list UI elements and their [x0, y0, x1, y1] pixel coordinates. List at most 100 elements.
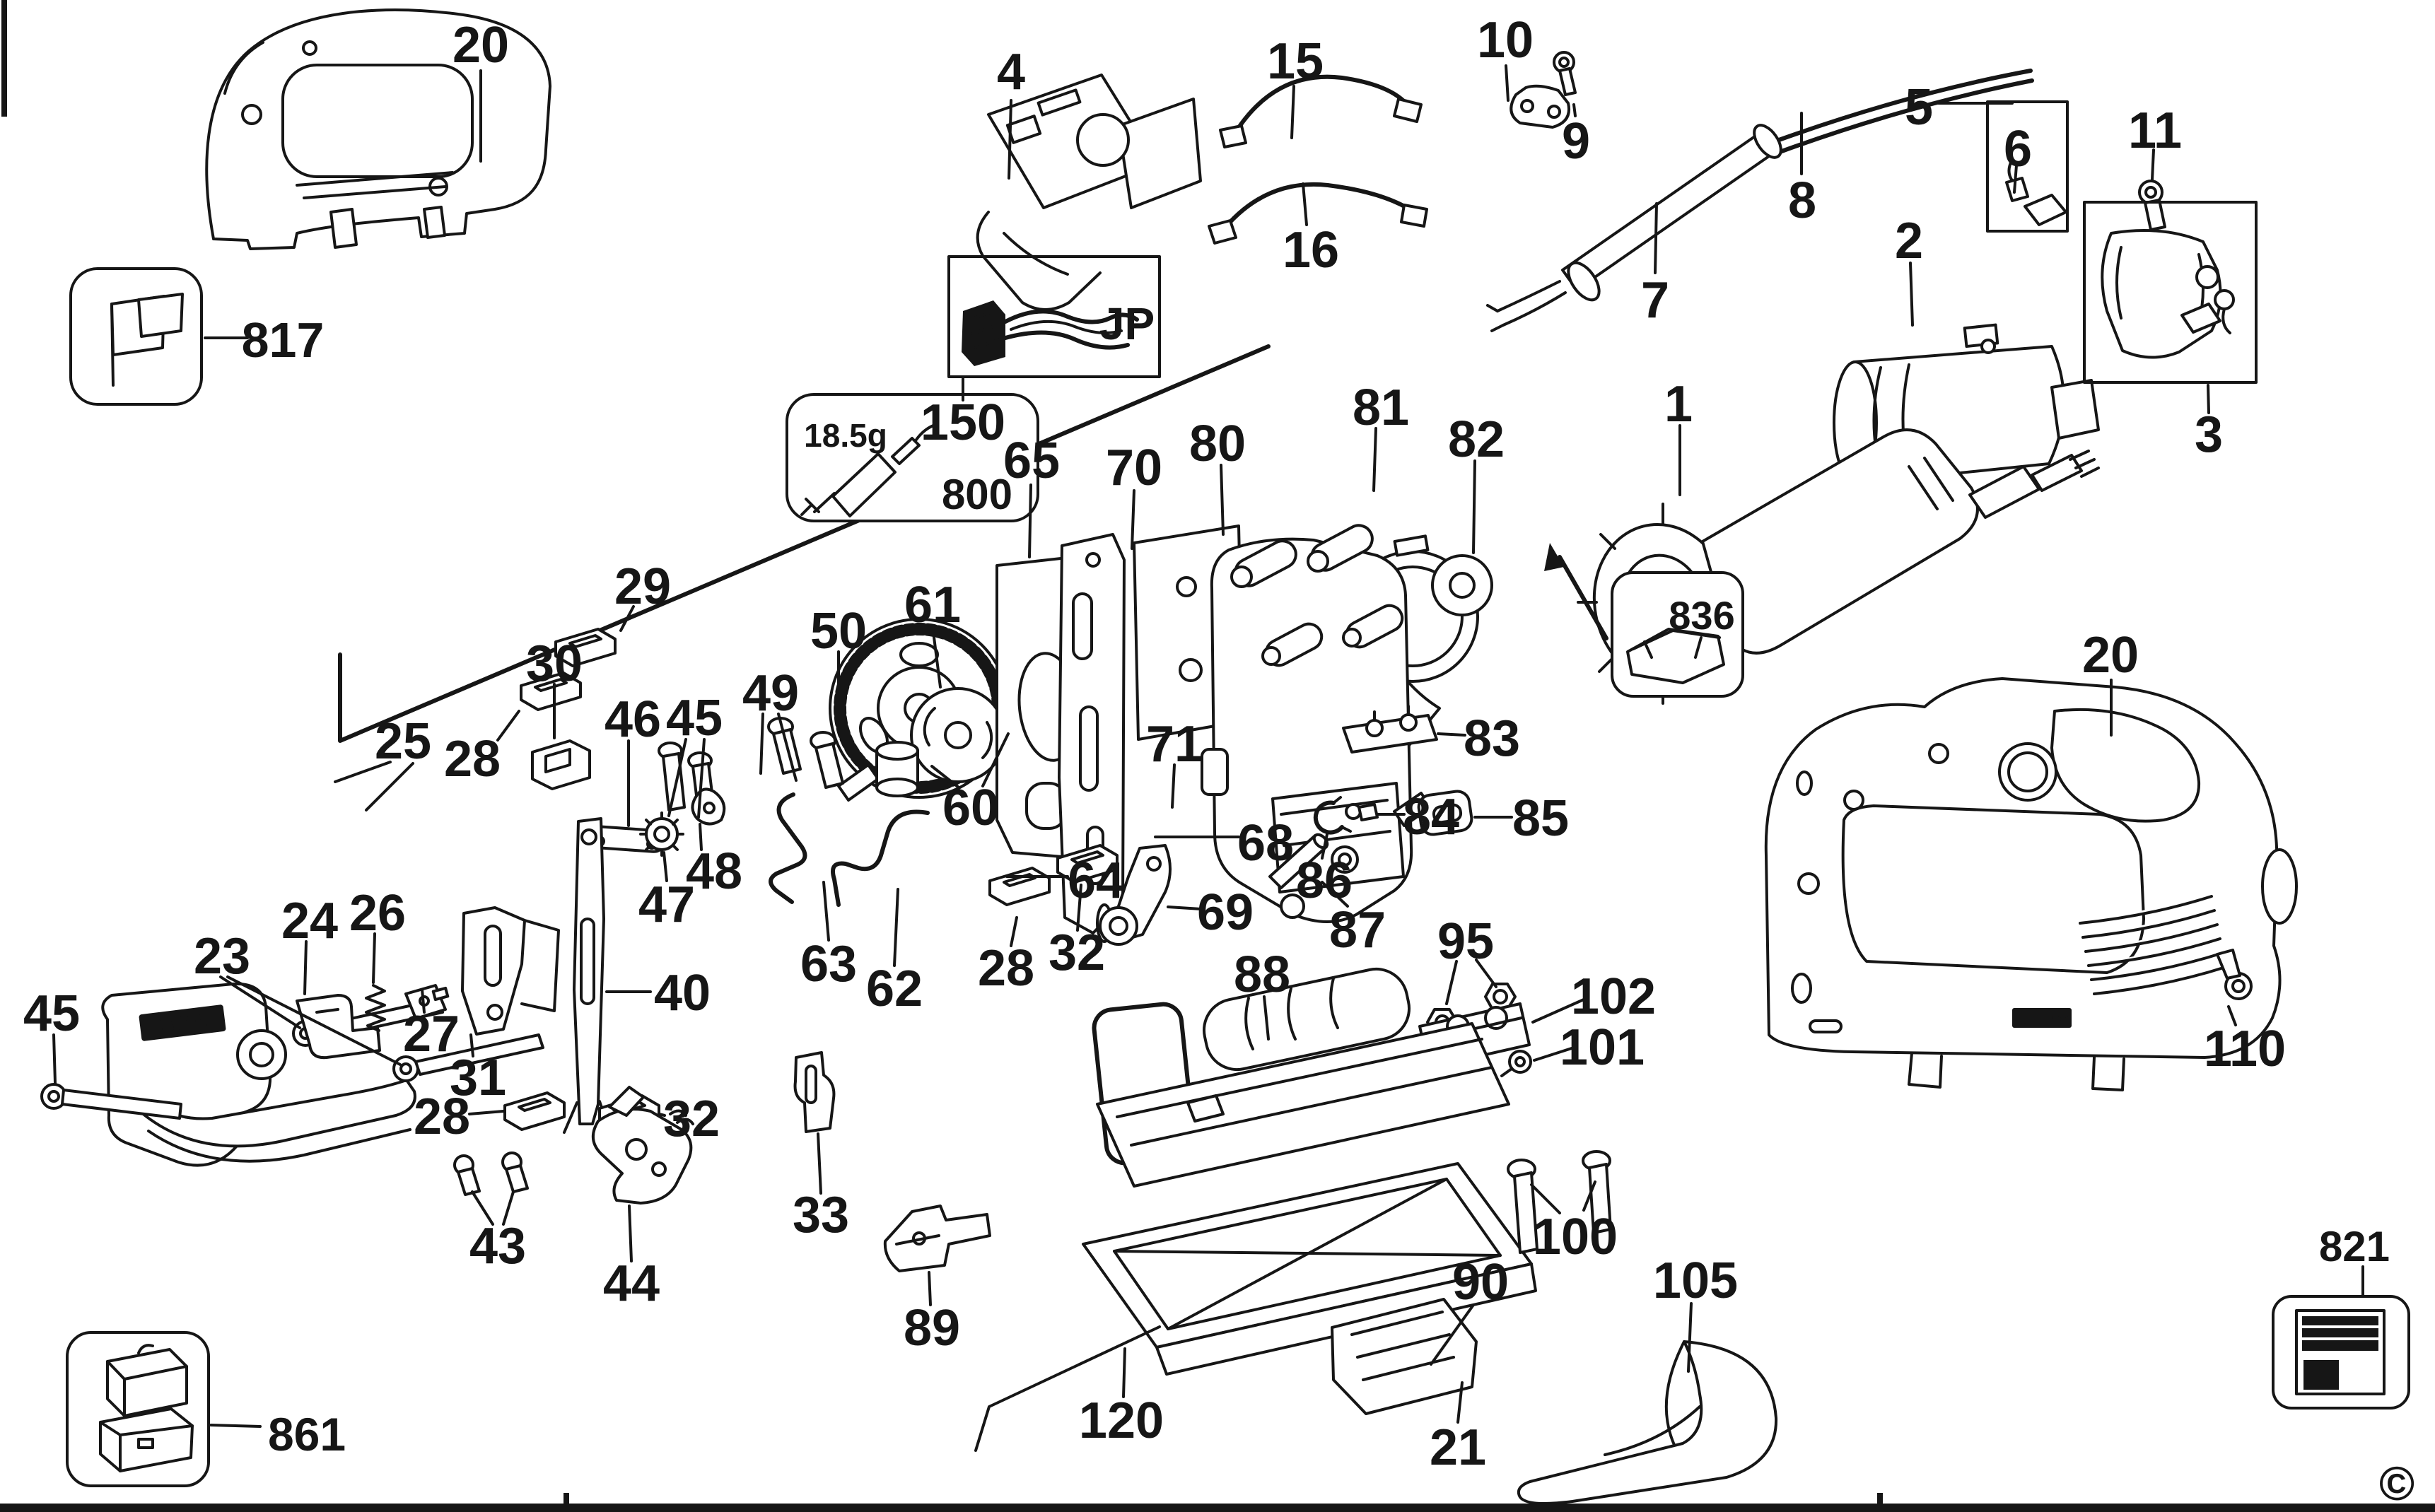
- part-label-27: 27: [403, 1006, 460, 1062]
- leader-29: [619, 605, 635, 632]
- part-label-86: 86: [1296, 852, 1353, 909]
- part-83-plate-drawing: [1342, 705, 1438, 754]
- leader-25: [334, 761, 392, 783]
- part-label-1: 1: [1664, 376, 1693, 433]
- part-label-28-mid: 28: [978, 940, 1034, 997]
- leader-86: [1321, 833, 1329, 860]
- leader-31: [469, 1033, 474, 1057]
- wire-kit-box-jp: [947, 255, 1161, 378]
- part-label-70: 70: [1106, 440, 1162, 496]
- part-28-lower-insert-drawing: [503, 1091, 566, 1131]
- leader-95: [1445, 960, 1458, 1005]
- part-label-65: 65: [1003, 433, 1060, 489]
- leader-28-mid: [1010, 916, 1018, 947]
- part-15-wire-drawing: [1219, 74, 1423, 148]
- part-label-28-upper: 28: [444, 731, 501, 787]
- part-label-25: 25: [375, 713, 431, 770]
- leader-101: [1533, 1046, 1575, 1062]
- part-label-20-right: 20: [2082, 627, 2139, 684]
- section-divider-line: [338, 344, 1271, 743]
- leader-105: [1687, 1302, 1693, 1373]
- leader-11: [2151, 148, 2155, 181]
- part-28-mid-insert-drawing: [988, 867, 1051, 906]
- part-48-washer-drawing: [691, 787, 726, 826]
- part-label-82: 82: [1448, 411, 1505, 468]
- part-label-63: 63: [800, 936, 857, 992]
- part-label-60: 60: [942, 780, 999, 836]
- leader-60: [930, 765, 960, 789]
- copyright-mark: ©: [2379, 1457, 2414, 1511]
- part-label-30: 30: [526, 635, 583, 692]
- part-88-upper-shoe-drawing: [1092, 967, 1510, 1188]
- part-5-brush-kit-box: [1986, 100, 2069, 233]
- leader-45-mid: [667, 738, 687, 817]
- leader-15: [1290, 85, 1295, 139]
- leader-28-lower: [468, 1110, 505, 1115]
- kitbox-861: [66, 1331, 262, 1487]
- grease-weight: 18.5g: [804, 417, 887, 454]
- part-label-8: 8: [1788, 172, 1816, 229]
- leader-71: [1171, 763, 1176, 809]
- part-105-dust-chute-drawing: [1517, 1340, 1778, 1505]
- leader-lines: [52, 64, 2237, 1424]
- part-label-102: 102: [1571, 968, 1656, 1025]
- part-33-bracket-drawing: [793, 1051, 836, 1133]
- part-49-screws-drawing: [767, 717, 844, 789]
- blade-clip-kit-box-836: [1544, 543, 1744, 698]
- part-label-20-left: 20: [452, 17, 509, 74]
- leader-100: [1530, 1183, 1561, 1214]
- leader-32-lower: [658, 1113, 666, 1117]
- part-label-110: 110: [2204, 1021, 2286, 1077]
- part-label-5: 5: [1905, 79, 1933, 136]
- part-63-wire-drawing: [769, 792, 807, 904]
- part-label-31: 31: [450, 1050, 506, 1106]
- leader-9: [1572, 103, 1577, 117]
- rating-label-num: 821: [2319, 1223, 2390, 1270]
- part-label-24: 24: [281, 893, 338, 949]
- part-label-100: 100: [1533, 1209, 1618, 1265]
- part-40-follower-drawing: [563, 817, 611, 1134]
- part-label-48: 48: [686, 843, 742, 900]
- part-label-150: 150: [921, 394, 1005, 451]
- part-4-switch-drawing: [976, 74, 1202, 311]
- leader-10: [1505, 64, 1510, 102]
- part-label-81: 81: [1353, 380, 1409, 436]
- part-label-105: 105: [1653, 1253, 1738, 1309]
- part-80-gearbox-drawing: [1201, 524, 1413, 923]
- part-86-eclip-drawing: [1313, 796, 1352, 835]
- jp-label: JP: [1099, 298, 1155, 349]
- leader-26: [372, 932, 376, 984]
- part-label-11: 11: [2128, 102, 2182, 159]
- part-101-eyelet-drawing: [1500, 1050, 1532, 1077]
- leader-65: [1028, 484, 1032, 558]
- part-label-4: 4: [997, 44, 1025, 100]
- part-label-90: 90: [1452, 1254, 1509, 1311]
- leader-70: [1131, 489, 1135, 550]
- leader-45-left: [52, 1033, 57, 1084]
- grease-label: 800: [942, 471, 1012, 518]
- part-label-15: 15: [1267, 33, 1324, 90]
- part-label-88: 88: [1234, 947, 1290, 1003]
- part-label-40: 40: [654, 965, 711, 1021]
- part-label-61: 61: [904, 577, 961, 633]
- leader-82: [1472, 459, 1476, 554]
- part-20-left-housing-drawing: [205, 8, 551, 250]
- part-label-84: 84: [1403, 789, 1459, 845]
- part-label-26: 26: [349, 885, 406, 942]
- leader-3: [2207, 384, 2210, 414]
- leader-43: [471, 1190, 494, 1226]
- part-85-key-drawing: [1393, 790, 1473, 836]
- leader-69: [1167, 906, 1203, 910]
- part-label-69: 69: [1197, 884, 1254, 941]
- part-label-44: 44: [603, 1255, 660, 1312]
- leader-28-upper: [496, 710, 520, 742]
- part-label-49: 49: [742, 665, 799, 722]
- leader-45-mid: [697, 738, 706, 819]
- leader-32-mid: [1076, 884, 1082, 932]
- part-label-47: 47: [638, 877, 695, 933]
- part-label-95: 95: [1437, 913, 1494, 970]
- leader-33: [817, 1132, 822, 1195]
